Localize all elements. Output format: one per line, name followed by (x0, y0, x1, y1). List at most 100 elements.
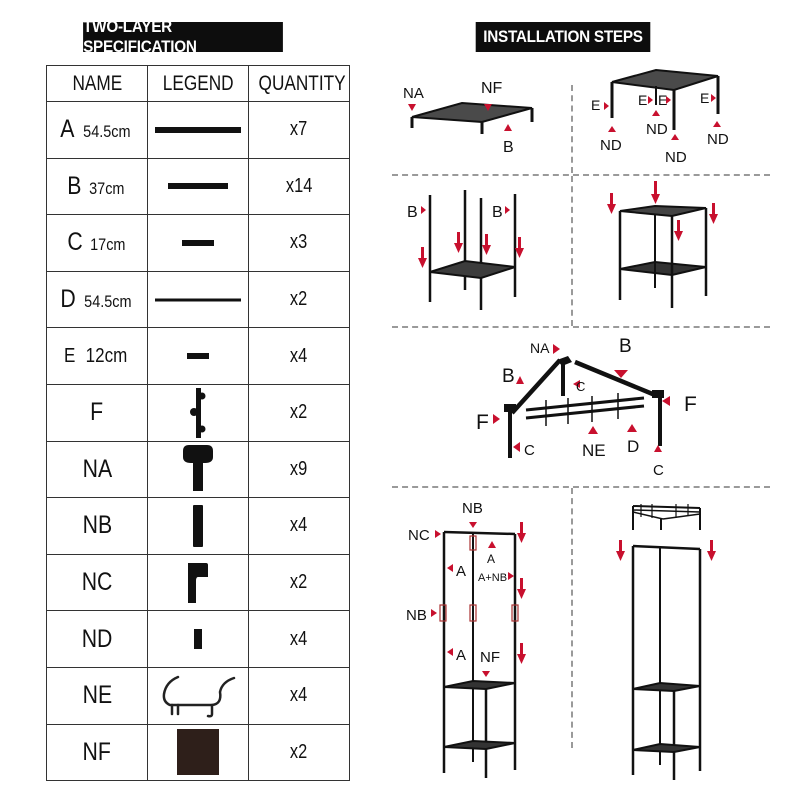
part-name: NC (46, 553, 148, 612)
part-quantity: x9 (248, 440, 350, 499)
part-name: NE (46, 666, 148, 725)
part-quantity: x2 (248, 723, 350, 782)
svg-text:NB: NB (406, 607, 427, 624)
part-quantity: x2 (248, 553, 350, 612)
table-row: E 12cm x4 (46, 327, 350, 385)
header-name: NAME (46, 65, 148, 102)
long-thin-rod-icon (155, 298, 241, 302)
steps-title-banner: INSTALLATION STEPS (475, 22, 651, 52)
spec-title: TWO-LAYER SPECIFICATION (83, 17, 197, 56)
svg-text:A: A (487, 552, 495, 566)
svg-text:A+NB: A+NB (478, 572, 507, 584)
svg-text:B: B (503, 139, 514, 156)
table-row: B 37cm x14 (46, 157, 350, 216)
part-name: NF (46, 723, 148, 782)
part-name: F (46, 383, 148, 442)
shelf-panel-icon (177, 729, 219, 776)
svg-text:B: B (492, 204, 503, 221)
header-quantity: QUANTITY (248, 65, 350, 102)
part-quantity: x2 (248, 383, 350, 442)
table-row: NE x4 (46, 666, 350, 725)
divider-vertical (571, 176, 573, 326)
svg-text:B: B (619, 336, 632, 357)
part-legend (147, 101, 249, 159)
corner-joint-icon (183, 445, 213, 492)
svg-text:NE: NE (582, 441, 606, 460)
table-row: NF x2 (46, 723, 350, 782)
svg-text:NF: NF (481, 80, 503, 97)
svg-text:A: A (456, 647, 466, 664)
part-legend (147, 327, 249, 385)
part-quantity: x4 (248, 666, 350, 725)
svg-text:B: B (407, 204, 418, 221)
part-quantity: x7 (248, 101, 350, 159)
table-row: C 17cm x3 (46, 214, 350, 272)
part-legend (147, 440, 249, 499)
svg-text:ND: ND (707, 131, 729, 148)
svg-text:F: F (684, 393, 697, 416)
long-thick-rod-icon (155, 126, 241, 133)
svg-text:D: D (627, 437, 639, 456)
svg-text:E: E (591, 97, 600, 113)
table-row: NC x2 (46, 553, 350, 612)
part-name: E 12cm (46, 327, 148, 385)
svg-text:NA: NA (403, 85, 424, 102)
svg-text:F: F (476, 411, 489, 434)
svg-text:E: E (638, 92, 647, 108)
svg-text:NF: NF (480, 649, 500, 666)
divider-horizontal (392, 326, 770, 328)
header-legend: LEGEND (147, 65, 249, 102)
part-name: C 17cm (46, 214, 148, 272)
table-row: ND x4 (46, 610, 350, 668)
part-legend (147, 610, 249, 668)
part-quantity: x14 (248, 157, 350, 216)
svg-text:E: E (658, 92, 667, 108)
svg-text:E: E (700, 90, 709, 106)
table-row: F x2 (46, 383, 350, 442)
part-legend (147, 214, 249, 272)
side-connector-icon (190, 387, 206, 438)
table-row: A 54.5cm x7 (46, 101, 350, 159)
part-legend (147, 666, 249, 725)
part-quantity: x4 (248, 610, 350, 668)
svg-text:A: A (456, 563, 466, 580)
steps-title: INSTALLATION STEPS (483, 27, 643, 46)
short-rod-icon (182, 239, 214, 246)
svg-text:C: C (653, 462, 664, 479)
divider-horizontal (392, 486, 770, 488)
svg-text:C: C (576, 379, 585, 394)
divider-vertical (571, 488, 573, 748)
medium-rod-icon (168, 183, 228, 190)
table-row: D 54.5cm x2 (46, 270, 350, 329)
table-row: NA x9 (46, 440, 350, 499)
divider-horizontal (392, 174, 770, 176)
svg-text:B: B (502, 366, 515, 387)
svg-text:NC: NC (408, 527, 430, 544)
svg-text:ND: ND (665, 149, 687, 166)
foot-cap-icon (194, 629, 202, 650)
part-quantity: x3 (248, 214, 350, 272)
hook-icon (162, 675, 236, 718)
parts-table: NAME LEGEND QUANTITY A 54.5cm x7 B 37cm … (46, 65, 350, 782)
divider-vertical (571, 85, 573, 173)
svg-text:C: C (524, 442, 535, 459)
tiny-rod-icon (187, 353, 209, 360)
part-legend (147, 553, 249, 612)
spec-title-banner: TWO-LAYER SPECIFICATION (83, 17, 283, 56)
svg-text:NB: NB (462, 500, 483, 517)
part-legend (147, 270, 249, 329)
part-name: A 54.5cm (46, 101, 148, 159)
part-name: D 54.5cm (46, 270, 148, 329)
